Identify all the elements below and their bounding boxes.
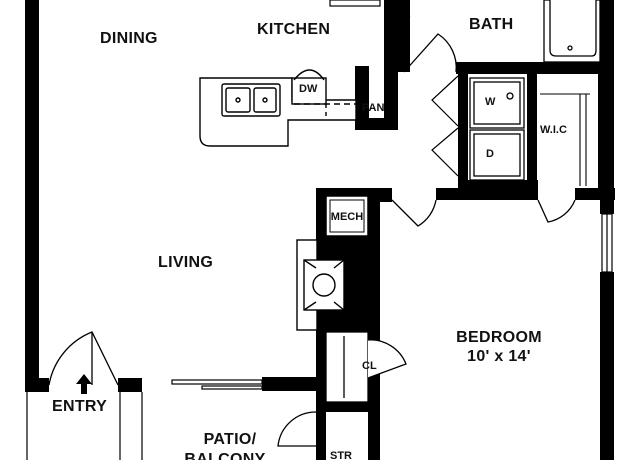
closet-box xyxy=(325,331,369,403)
laundry-bifold xyxy=(431,75,459,177)
fireplace xyxy=(296,239,345,331)
room-label-patio-2: BALCONY xyxy=(184,451,266,460)
dishwasher-box xyxy=(291,77,327,105)
patio-slider xyxy=(171,379,263,390)
wall-storage-top xyxy=(316,402,380,412)
dishwasher-swing xyxy=(293,69,325,81)
fireplace-opening xyxy=(312,273,336,297)
wall-wic-right xyxy=(598,62,614,192)
bathtub xyxy=(543,0,601,63)
bath-door-swing-2 xyxy=(397,15,411,31)
wall-pantry-bottom xyxy=(355,118,398,130)
mech-closet-unit xyxy=(329,199,365,233)
arrow-up-icon xyxy=(76,374,92,394)
wall-wic-left xyxy=(527,62,537,192)
bedroom-doors xyxy=(391,199,576,227)
storage-door xyxy=(277,411,317,447)
washer-inner xyxy=(473,81,521,125)
mech-closet-box xyxy=(325,195,369,237)
wall-entry-right-stub xyxy=(118,378,142,392)
bedroom-closet xyxy=(325,331,407,403)
mech-closet xyxy=(325,195,369,237)
laundry-bifold-top xyxy=(431,75,459,127)
fireplace-bevel-4 xyxy=(333,301,345,311)
room-label-mech: MECH xyxy=(330,211,364,223)
dryer-inner xyxy=(473,133,521,177)
room-label-pantry: PAN xyxy=(362,102,385,114)
wall-bath-right xyxy=(600,0,614,74)
entry-door-swing xyxy=(48,331,119,386)
wall-wic-top xyxy=(530,62,614,74)
room-label-wic: W.I.C xyxy=(540,124,567,136)
room-label-storage: STR xyxy=(330,450,352,460)
bath-door-swing xyxy=(403,33,457,73)
laundry-bifold-bottom xyxy=(431,127,459,177)
wall-patio-stub xyxy=(262,377,320,391)
fireplace-bevel-1 xyxy=(303,259,317,269)
slider-panel-2 xyxy=(201,385,263,390)
wall-laundry-left xyxy=(458,62,468,190)
bedroom-window xyxy=(601,213,613,273)
room-label-entry: ENTRY xyxy=(52,398,108,415)
entry-arrow-shape xyxy=(76,374,92,394)
wall-left-exterior xyxy=(25,0,39,392)
slider-panel-1 xyxy=(171,379,263,385)
washer-knob xyxy=(506,92,514,100)
wic-door-swing xyxy=(537,199,576,223)
wall-bedroom-top-left xyxy=(436,188,538,200)
wall-bath-bottom xyxy=(456,62,530,74)
bathtub-basin xyxy=(549,0,597,57)
room-label-bedroom: BEDROOM xyxy=(456,329,542,346)
storage-door-swing xyxy=(277,411,317,447)
room-label-living: LIVING xyxy=(158,254,214,271)
range-edge xyxy=(329,0,381,7)
wall-kitchen-right-jog xyxy=(384,60,402,72)
sink-drain-right xyxy=(262,97,268,103)
entry-door xyxy=(48,331,119,386)
bath-doors xyxy=(397,15,457,73)
wall-bedroom-right-lower xyxy=(600,272,614,460)
bathtub-drain xyxy=(567,45,573,51)
room-label-dining: DINING xyxy=(100,30,158,47)
bedroom-door-swing xyxy=(391,199,437,227)
patio-outline xyxy=(26,392,143,460)
wall-bedroom-right-upper xyxy=(600,192,614,214)
kitchen-counter xyxy=(199,69,357,147)
appliance-label-dryer: D xyxy=(486,148,494,160)
room-label-bath: BATH xyxy=(469,16,514,33)
sink-drain-left xyxy=(235,97,241,103)
fireplace-bevel-3 xyxy=(303,301,317,311)
washer-dryer xyxy=(469,77,525,181)
wall-bedroom-top-stub xyxy=(380,188,392,202)
closet-door-swing xyxy=(367,339,407,379)
room-size-bedroom: 10' x 14' xyxy=(467,348,531,365)
wall-pantry-left xyxy=(355,66,369,130)
wall-entry-left-stub xyxy=(25,378,49,392)
room-label-patio-1: PATIO/ xyxy=(203,431,257,448)
appliance-label-dishwasher: DW xyxy=(299,83,318,95)
kitchen-range xyxy=(329,0,381,7)
appliance-label-washer: W xyxy=(485,96,496,108)
fireplace-bevel-2 xyxy=(333,259,345,269)
wall-central-top xyxy=(316,188,380,196)
wic-shelving xyxy=(540,93,590,186)
room-label-kitchen: KITCHEN xyxy=(257,21,331,38)
wall-bath-left xyxy=(398,0,410,72)
walls xyxy=(25,0,615,460)
room-label-closet: CL xyxy=(362,360,377,372)
